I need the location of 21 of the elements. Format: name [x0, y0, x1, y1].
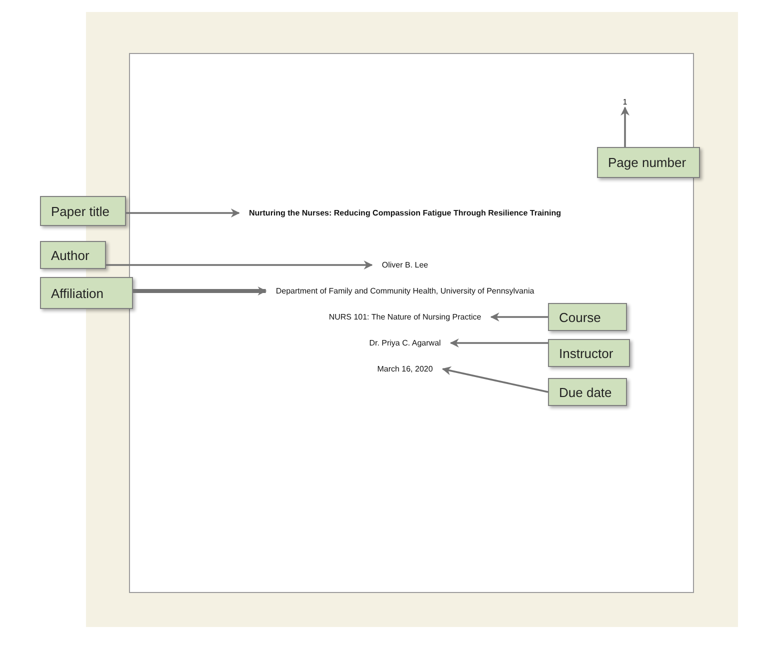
- callout-label: Instructor: [548, 339, 630, 367]
- page-text: March 16, 2020: [367, 364, 443, 374]
- callout-label: Paper title: [40, 196, 126, 226]
- paper-page: [129, 53, 694, 593]
- page-text: NURS 101: The Nature of Nursing Practice: [318, 312, 492, 322]
- arrow: [450, 338, 548, 348]
- arrow: [106, 260, 373, 270]
- arrow: [490, 312, 548, 322]
- page-text: Oliver B. Lee: [372, 260, 438, 270]
- arrow: [126, 208, 240, 218]
- page-text: 1: [612, 96, 638, 108]
- callout-label: Author: [40, 241, 106, 269]
- callout-label: Due date: [548, 378, 627, 406]
- arrow: [442, 366, 548, 393]
- callout-label: Course: [548, 303, 627, 331]
- callout-label: Affiliation: [40, 277, 133, 309]
- page-text: Dr. Priya C. Agarwal: [359, 338, 451, 348]
- page-text: Department of Family and Community Health, University of Pennsylvania: [266, 286, 544, 296]
- arrow: [133, 286, 267, 296]
- arrow: [620, 106, 630, 147]
- paper-title-text: Nurturing the Nurses: Reducing Compassion Fatigue Through Resilience Training: [238, 208, 572, 218]
